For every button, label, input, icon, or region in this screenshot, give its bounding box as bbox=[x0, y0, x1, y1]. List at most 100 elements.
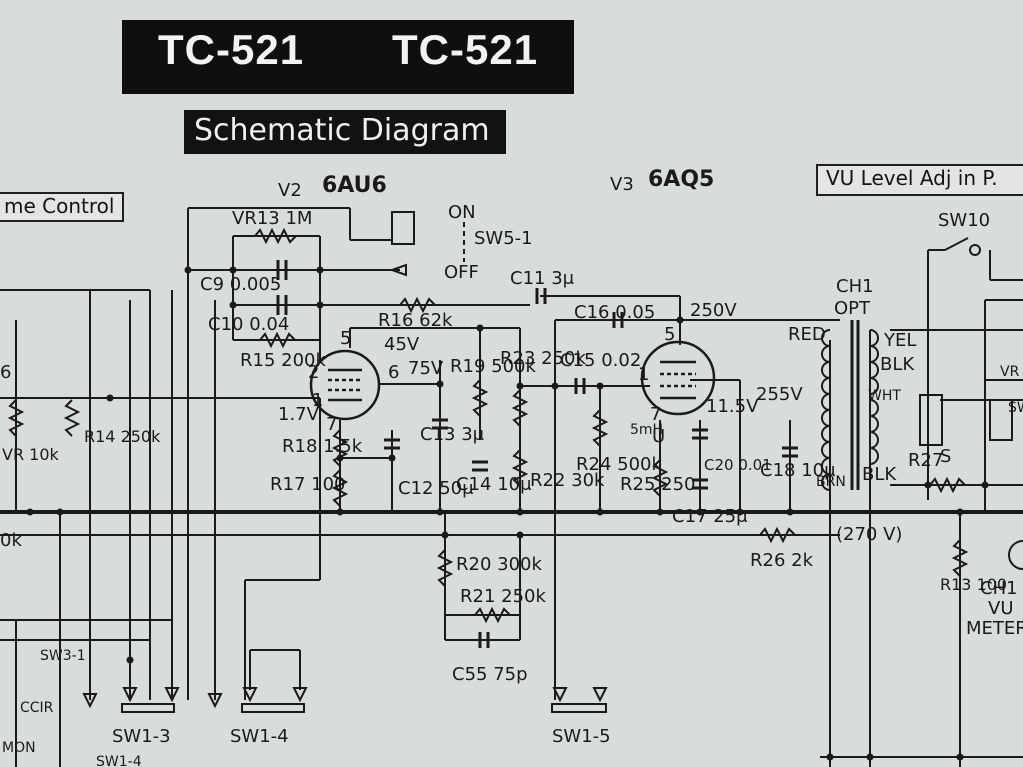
v3-type: 6AQ5 bbox=[648, 167, 714, 192]
sw-left-label: SW1-4 bbox=[96, 754, 142, 767]
resistor-r23 bbox=[511, 389, 529, 427]
vu-level-box: VU Level Adj in P. bbox=[816, 164, 1023, 196]
resistor-r13 bbox=[951, 539, 969, 577]
c18-label: C18 10μ bbox=[760, 460, 836, 481]
meter-meter-label: METER bbox=[966, 618, 1023, 639]
subtitle-banner bbox=[184, 110, 506, 154]
pin1-v2: 1 bbox=[312, 390, 323, 411]
r24-label: R24 500k bbox=[576, 454, 662, 475]
r19-label: R19 500k bbox=[450, 356, 536, 377]
pin1-v3: 1 bbox=[638, 364, 649, 385]
vr10k-label: VR 10k bbox=[1000, 364, 1023, 380]
resistor-r24 bbox=[591, 409, 609, 447]
pin5-v2: 5 bbox=[340, 328, 351, 349]
blk2-label: BLK bbox=[862, 464, 897, 485]
v2-label: V2 bbox=[278, 180, 302, 201]
resistor-vr bbox=[7, 399, 25, 437]
c55-label: C55 75p bbox=[452, 664, 528, 685]
tube-v2 bbox=[309, 349, 381, 421]
meter-ch1-label: CH1 bbox=[980, 578, 1018, 599]
sw1-3-label: SW1-3 bbox=[112, 726, 171, 747]
model-title-right: TC-521 bbox=[392, 26, 539, 73]
opt-secondary-coil-1 bbox=[869, 329, 879, 395]
ch1-label: CH1 bbox=[836, 276, 874, 297]
opt-secondary-coil-2 bbox=[869, 399, 879, 465]
v270-label: (270 V) bbox=[836, 524, 902, 545]
sw6-label: SW6 bbox=[1008, 400, 1023, 416]
c14-label: C14 10μ bbox=[456, 474, 532, 495]
resistor-r20 bbox=[436, 549, 454, 587]
v3-label: V3 bbox=[610, 174, 634, 195]
resistor-r14 bbox=[63, 399, 81, 437]
r21-label: R21 250k bbox=[460, 586, 546, 607]
resistor-r18 bbox=[331, 429, 349, 467]
yel-label: YEL bbox=[883, 330, 916, 351]
resistor-r26 bbox=[759, 526, 796, 544]
sw3-1-label: SW3-1 bbox=[40, 648, 86, 664]
c10-label: C10 0.04 bbox=[208, 314, 289, 335]
pin5-v3: 5 bbox=[664, 324, 675, 345]
c9-label: C9 0.005 bbox=[200, 274, 281, 295]
six-left-label: 6 bbox=[0, 362, 11, 383]
v45-label: 45V bbox=[384, 334, 420, 355]
v2-type: 6AU6 bbox=[322, 173, 387, 198]
c13-label: C13 3μ bbox=[420, 424, 485, 445]
switch-sw5-body bbox=[391, 211, 415, 245]
blk-label: BLK bbox=[880, 354, 915, 375]
v115-label: 11.5V bbox=[706, 396, 759, 417]
model-title-left: TC-521 bbox=[158, 26, 305, 73]
r27-label: R27 bbox=[908, 450, 943, 471]
r22-label: R22 30k bbox=[530, 470, 605, 491]
c11-label: C11 3μ bbox=[510, 268, 575, 289]
r18-label: R18 1.5k bbox=[282, 436, 363, 457]
v255-label: 255V bbox=[756, 384, 803, 405]
c15-label: C15 0.02 bbox=[560, 350, 641, 371]
r23-label: R23 250k bbox=[500, 348, 586, 369]
wht-label: WHT bbox=[868, 388, 901, 404]
pin2-v2: 2 bbox=[308, 362, 319, 383]
sw5-on-label: ON bbox=[448, 202, 476, 223]
r20-label: R20 300k bbox=[456, 554, 542, 575]
c12-label: C12 50μ bbox=[398, 478, 474, 499]
v75-label: 75V bbox=[408, 358, 444, 379]
resistor-r15 bbox=[259, 331, 296, 349]
resistor-r21 bbox=[474, 606, 511, 624]
opt-primary-coil bbox=[821, 329, 831, 491]
resistor-r27 bbox=[929, 476, 966, 494]
r26-label: R26 2k bbox=[750, 550, 814, 571]
sw5-off-label: OFF bbox=[444, 262, 479, 283]
resistor-r25 bbox=[651, 459, 669, 497]
v17-label: 1.7V bbox=[278, 404, 320, 425]
v250-label: 250V bbox=[690, 300, 737, 321]
pin7-v2: 7 bbox=[326, 414, 337, 435]
page-subtitle: Schematic Diagram bbox=[194, 113, 490, 148]
resistor-r16 bbox=[399, 296, 436, 314]
r25-label: R25 250 bbox=[620, 474, 696, 495]
r16-label: R16 62k bbox=[378, 310, 453, 331]
meter-vu-label: VU bbox=[988, 598, 1014, 619]
pin6-v2: 6 bbox=[388, 362, 399, 383]
resistor-vr13 bbox=[254, 227, 297, 245]
sw5-name-label: SW5-1 bbox=[474, 228, 533, 249]
red-label: RED bbox=[788, 324, 826, 345]
vr13-label: VR13 1M bbox=[232, 208, 312, 229]
sw10-label: SW10 bbox=[938, 210, 990, 231]
c16-label: C16 0.05 bbox=[574, 302, 655, 323]
resistor-r22 bbox=[511, 449, 529, 487]
brn-label: BRN bbox=[816, 474, 846, 490]
r14-label: R14 250k bbox=[84, 427, 161, 446]
sw1-4-label: SW1-4 bbox=[230, 726, 289, 747]
volume-control-box: me Control bbox=[0, 192, 124, 222]
ccir-label: CCIR bbox=[20, 700, 54, 716]
resistor-r19 bbox=[471, 379, 489, 417]
mon-label: MON bbox=[2, 740, 36, 756]
c20-label: C20 0.01 bbox=[704, 456, 772, 474]
title-banner bbox=[122, 20, 574, 94]
s-label: S bbox=[940, 446, 951, 467]
sw1-5-label: SW1-5 bbox=[552, 726, 611, 747]
5mh-label: 5mH bbox=[630, 422, 663, 438]
r13-label: R13 100 bbox=[940, 575, 1007, 594]
r17-label: R17 100 bbox=[270, 474, 346, 495]
